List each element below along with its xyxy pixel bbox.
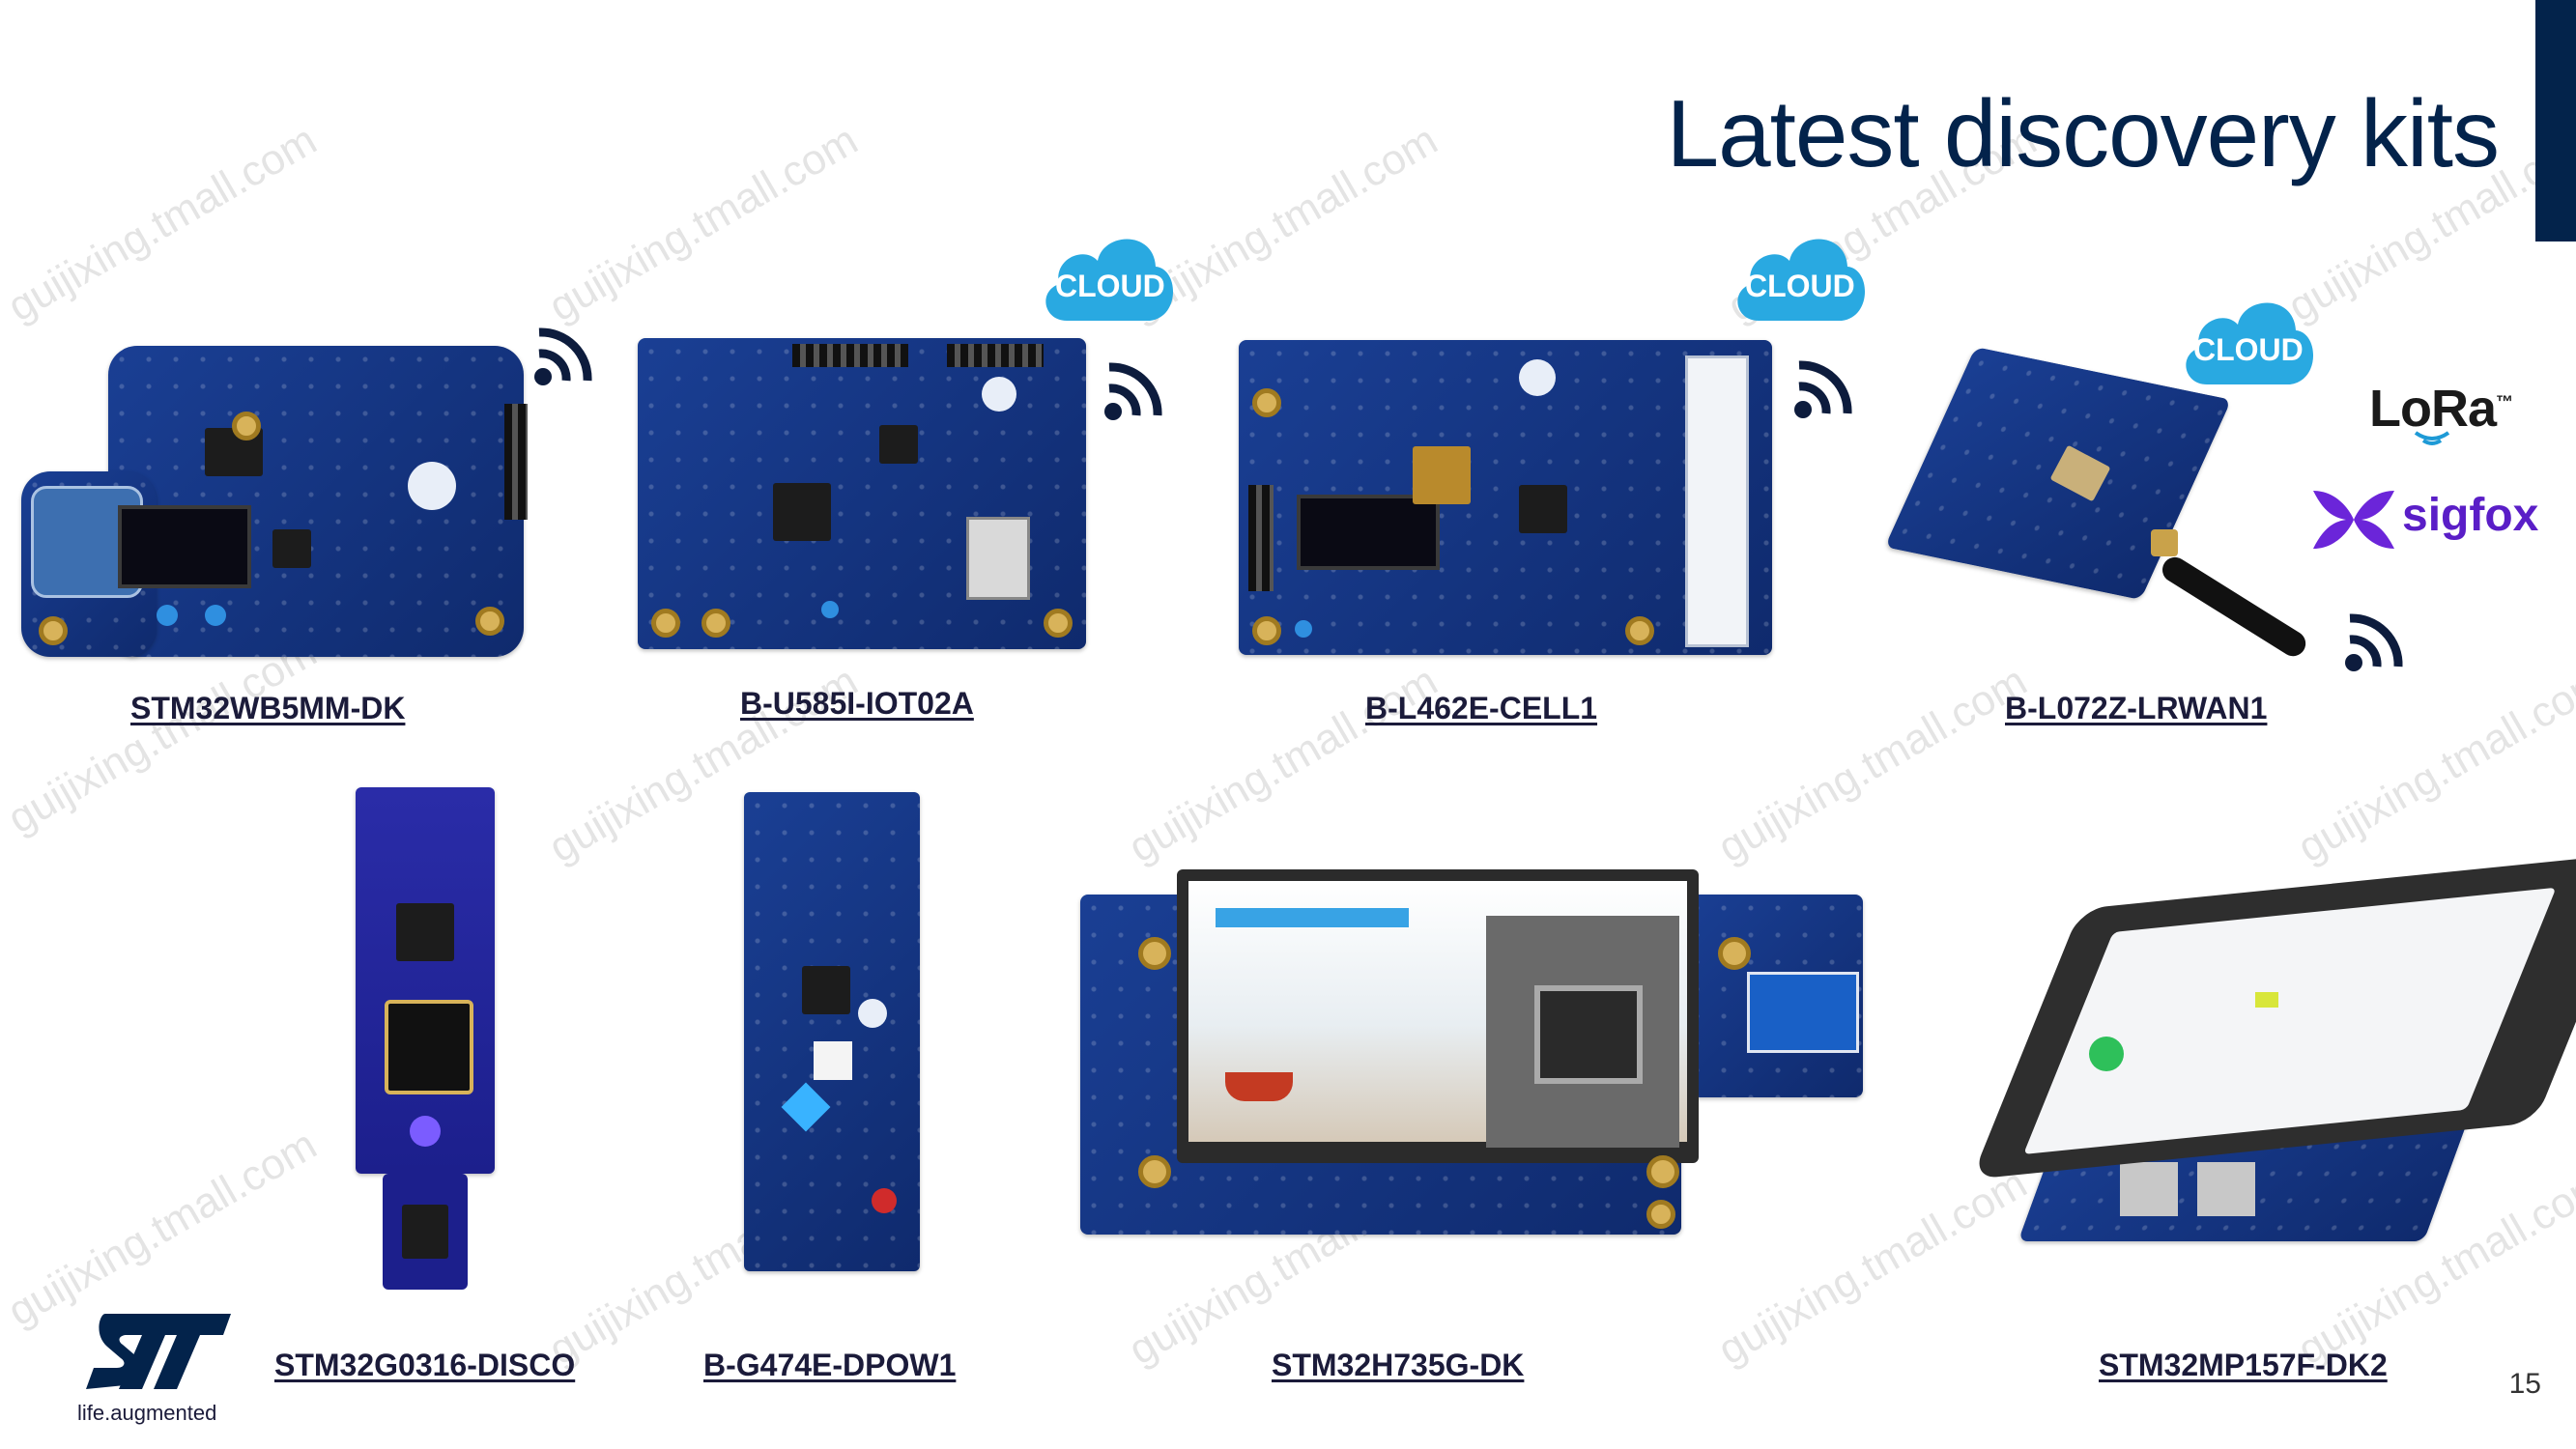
kit-link-stm32h735g-dk[interactable]: STM32H735G-DK [1272,1348,1525,1382]
kit-link-b-u585i-iot02a[interactable]: B-U585I-IOT02A [740,686,974,721]
wireless-signal-icon [1104,362,1162,420]
lora-trademark: ™ [2496,392,2513,412]
sigfox-icon [2313,491,2394,549]
accent-bar [2535,0,2576,242]
kit-link-b-l072z-lrwan1[interactable]: B-L072Z-LRWAN1 [2005,691,2268,725]
cloud-label: CLOUD [2193,332,2304,367]
page-number: 15 [2508,1368,2541,1400]
watermark: guijixing.tmall.com [541,116,866,331]
board-image-stm32mp157f-dk2 [1965,852,2576,1280]
board-image-stm32wb5mm-dk [21,346,528,657]
cloud-label: CLOUD [1055,269,1165,303]
page-title: Latest discovery kits [1666,80,2500,186]
sigfox-logo-text: sigfox [2402,490,2539,541]
st-logo-icon [86,1314,231,1389]
watermark: guijixing.tmall.com [0,628,325,843]
lora-wave-icon [2414,431,2450,445]
watermark: guijixing.tmall.com [0,116,325,331]
kit-link-stm32g0316-disco[interactable]: STM32G0316-DISCO [274,1348,576,1382]
wireless-signal-icon [534,327,592,385]
kit-link-b-l462e-cell1[interactable]: B-L462E-CELL1 [1365,691,1598,725]
wireless-signal-icon [1794,360,1852,418]
cloud-icon [1045,239,1174,321]
board-image-b-l462e-cell1 [1239,340,1772,655]
kit-link-stm32mp157f-dk2[interactable]: STM32MP157F-DK2 [2099,1348,2388,1382]
board-image-b-g474e-dpow1 [744,792,920,1271]
board-image-b-l072z-lrwan1 [1875,338,2358,662]
cloud-icon [1737,239,1866,321]
cloud-icon [2186,302,2314,384]
board-image-stm32h735g-dk [1080,869,1863,1235]
kit-link-b-g474e-dpow1[interactable]: B-G474E-DPOW1 [703,1348,957,1382]
tagline: life.augmented [77,1401,217,1425]
board-image-b-u585i-iot02a [638,338,1086,649]
watermark: guijixing.tmall.com [2290,657,2576,872]
board-image-stm32g0316-disco [356,787,495,1290]
watermark: guijixing.tmall.com [1121,657,1445,872]
lora-logo-text: LoRa [2369,380,2497,438]
watermark: guijixing.tmall.com [0,1121,325,1336]
lora-logo: LoRa™ [2369,379,2513,439]
watermark: guijixing.tmall.com [1710,657,2035,872]
wireless-signal-icon [2345,613,2403,671]
kit-link-stm32wb5mm-dk[interactable]: STM32WB5MM-DK [130,691,406,725]
cloud-label: CLOUD [1745,269,1855,303]
